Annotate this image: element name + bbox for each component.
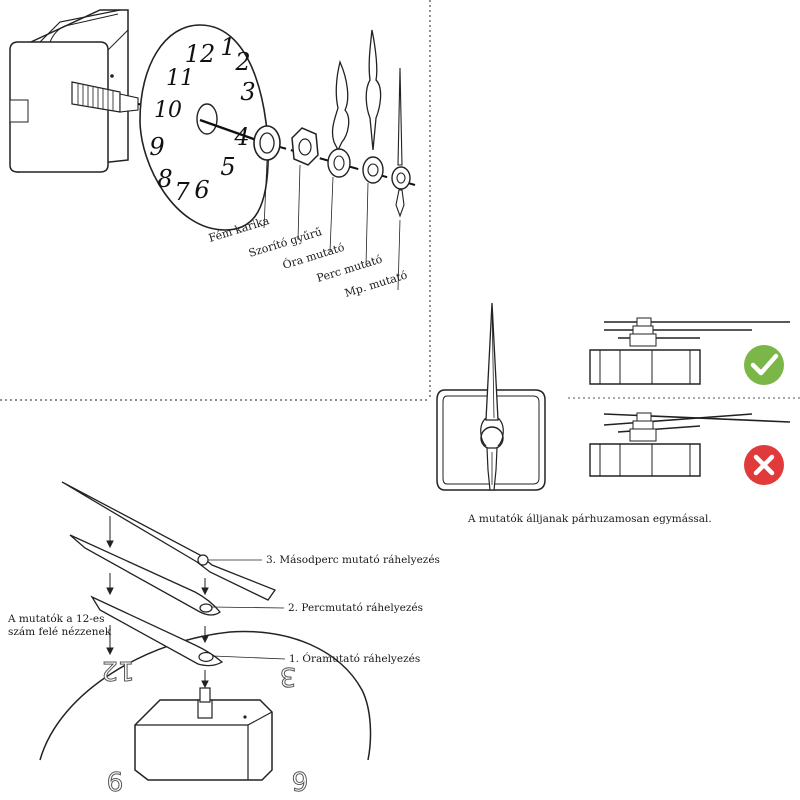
step-minute-hand — [69, 534, 221, 616]
dial-number-5: 5 — [220, 153, 235, 181]
step-dial-9: 9 — [107, 765, 124, 795]
dial-number-6: 6 — [194, 176, 209, 204]
step-1-label: 1. Óramutató ráhelyezés — [289, 651, 420, 665]
step-second-hand — [61, 481, 277, 601]
parallel-check-panel: A mutatók álljanak párhuzamosan egymássa… — [436, 302, 791, 525]
dial-number-1: 1 — [220, 33, 235, 61]
step-dial-6: 6 — [292, 765, 309, 795]
second-hand — [391, 67, 411, 291]
step-hour-hand — [90, 595, 224, 667]
parallel-hands-correct — [589, 317, 790, 385]
assembly-steps-view: 12 3 9 6 — [7, 481, 440, 796]
clock-movement — [9, 9, 161, 173]
clamp-ring — [291, 127, 319, 241]
metal-washer — [253, 125, 281, 229]
dial-number-11: 11 — [166, 66, 194, 91]
hour-hand — [327, 60, 351, 253]
dial-number-4: 4 — [233, 123, 249, 151]
dial-number-3: 3 — [240, 78, 255, 106]
dial-number-7: 7 — [174, 178, 190, 206]
step-2-label: 2. Percmutató ráhelyezés — [288, 602, 423, 614]
check-icon — [744, 345, 784, 385]
dial-number-10: 10 — [154, 98, 182, 123]
step-dial-3: 3 — [280, 661, 297, 691]
parallel-caption: A mutatók álljanak párhuzamosan egymássa… — [467, 513, 712, 525]
step-3-label: 3. Másodperc mutató ráhelyezés — [266, 554, 440, 566]
note-line-1: A mutatók a 12-es — [7, 613, 104, 625]
dial-number-9: 9 — [149, 133, 164, 161]
step-arrows — [106, 516, 209, 689]
minute-hand — [362, 29, 384, 266]
cross-icon — [744, 445, 784, 485]
clock-dial: 12 1 2 3 4 5 6 7 8 9 10 11 — [139, 24, 269, 231]
movement-front-view — [436, 302, 546, 491]
dial-number-12: 12 — [185, 40, 216, 68]
step-movement — [134, 687, 273, 781]
non-parallel-hands-wrong — [589, 412, 791, 477]
dial-number-8: 8 — [157, 165, 172, 193]
note-line-2: szám felé nézzenek — [8, 626, 112, 638]
dial-number-2: 2 — [234, 48, 250, 76]
step-dial-12: 12 — [101, 655, 134, 685]
exploded-view: 12 1 2 3 4 5 6 7 8 9 10 11 — [9, 9, 416, 300]
